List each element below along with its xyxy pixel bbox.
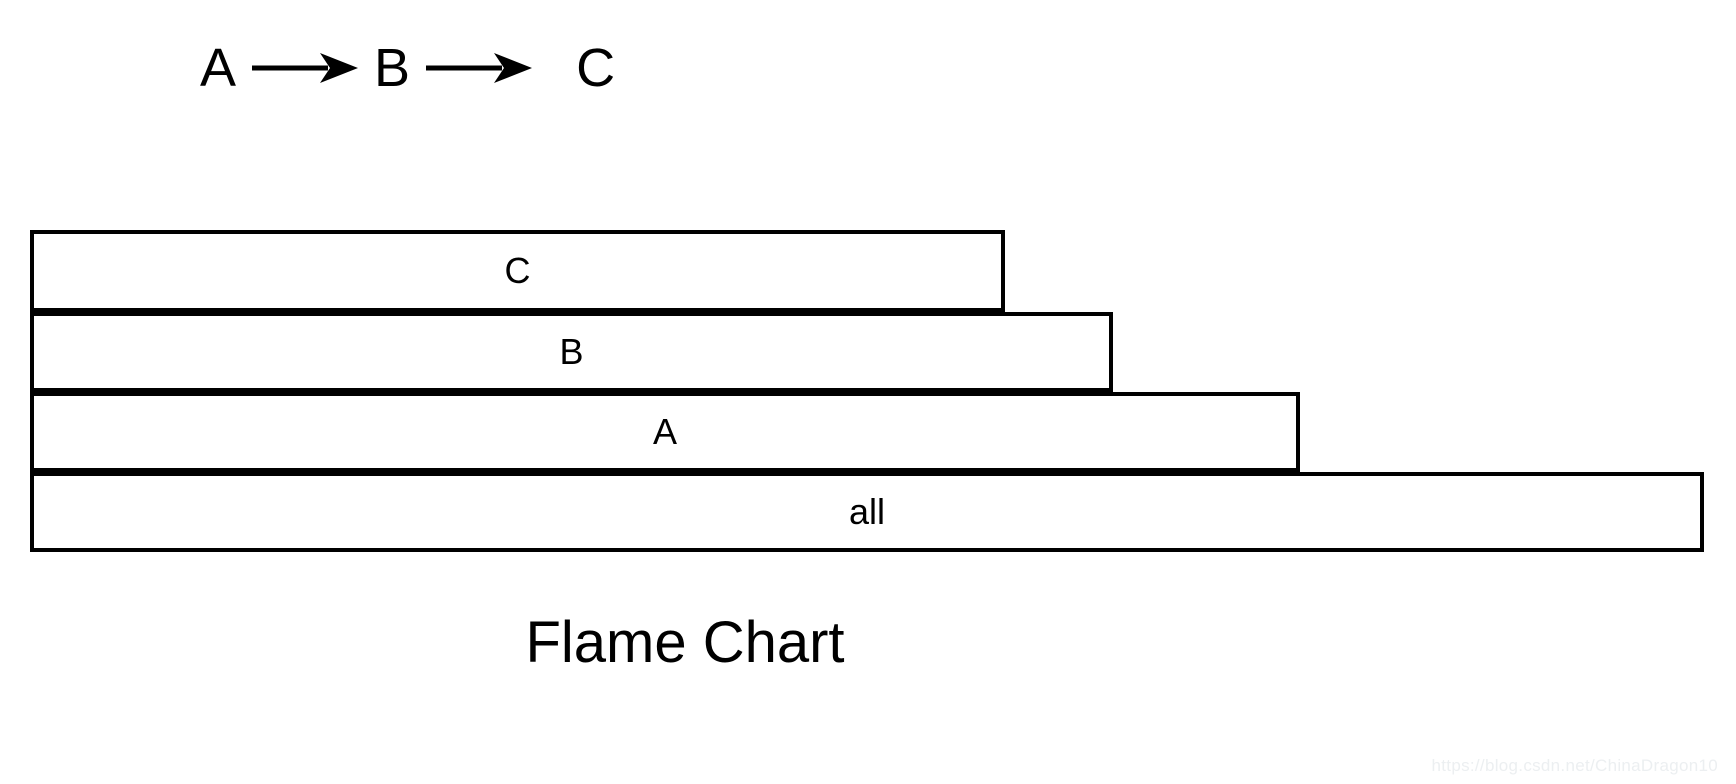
right-arrow-icon bbox=[250, 48, 360, 88]
call-sequence-node-c: C bbox=[576, 38, 616, 98]
right-arrow-icon bbox=[424, 48, 534, 88]
flame-frame-a[interactable]: A bbox=[30, 392, 1300, 472]
watermark: https://blog.csdn.net/ChinaDragon10 bbox=[1431, 756, 1718, 775]
call-sequence-node-a: A bbox=[200, 38, 237, 98]
flame-frame-label: A bbox=[652, 411, 677, 452]
flame-frame-b[interactable]: B bbox=[30, 312, 1113, 392]
flame-frame-label: C bbox=[504, 250, 531, 291]
flame-frame-c[interactable]: C bbox=[30, 230, 1005, 312]
flame-frame-label: all bbox=[848, 491, 886, 532]
flame-frame-all[interactable]: all bbox=[30, 472, 1704, 552]
flame-frame-label: B bbox=[559, 331, 584, 372]
call-sequence-diagram: A B C bbox=[200, 30, 615, 106]
chart-caption: Flame Chart bbox=[525, 610, 845, 675]
call-sequence-node-b: B bbox=[374, 38, 411, 98]
